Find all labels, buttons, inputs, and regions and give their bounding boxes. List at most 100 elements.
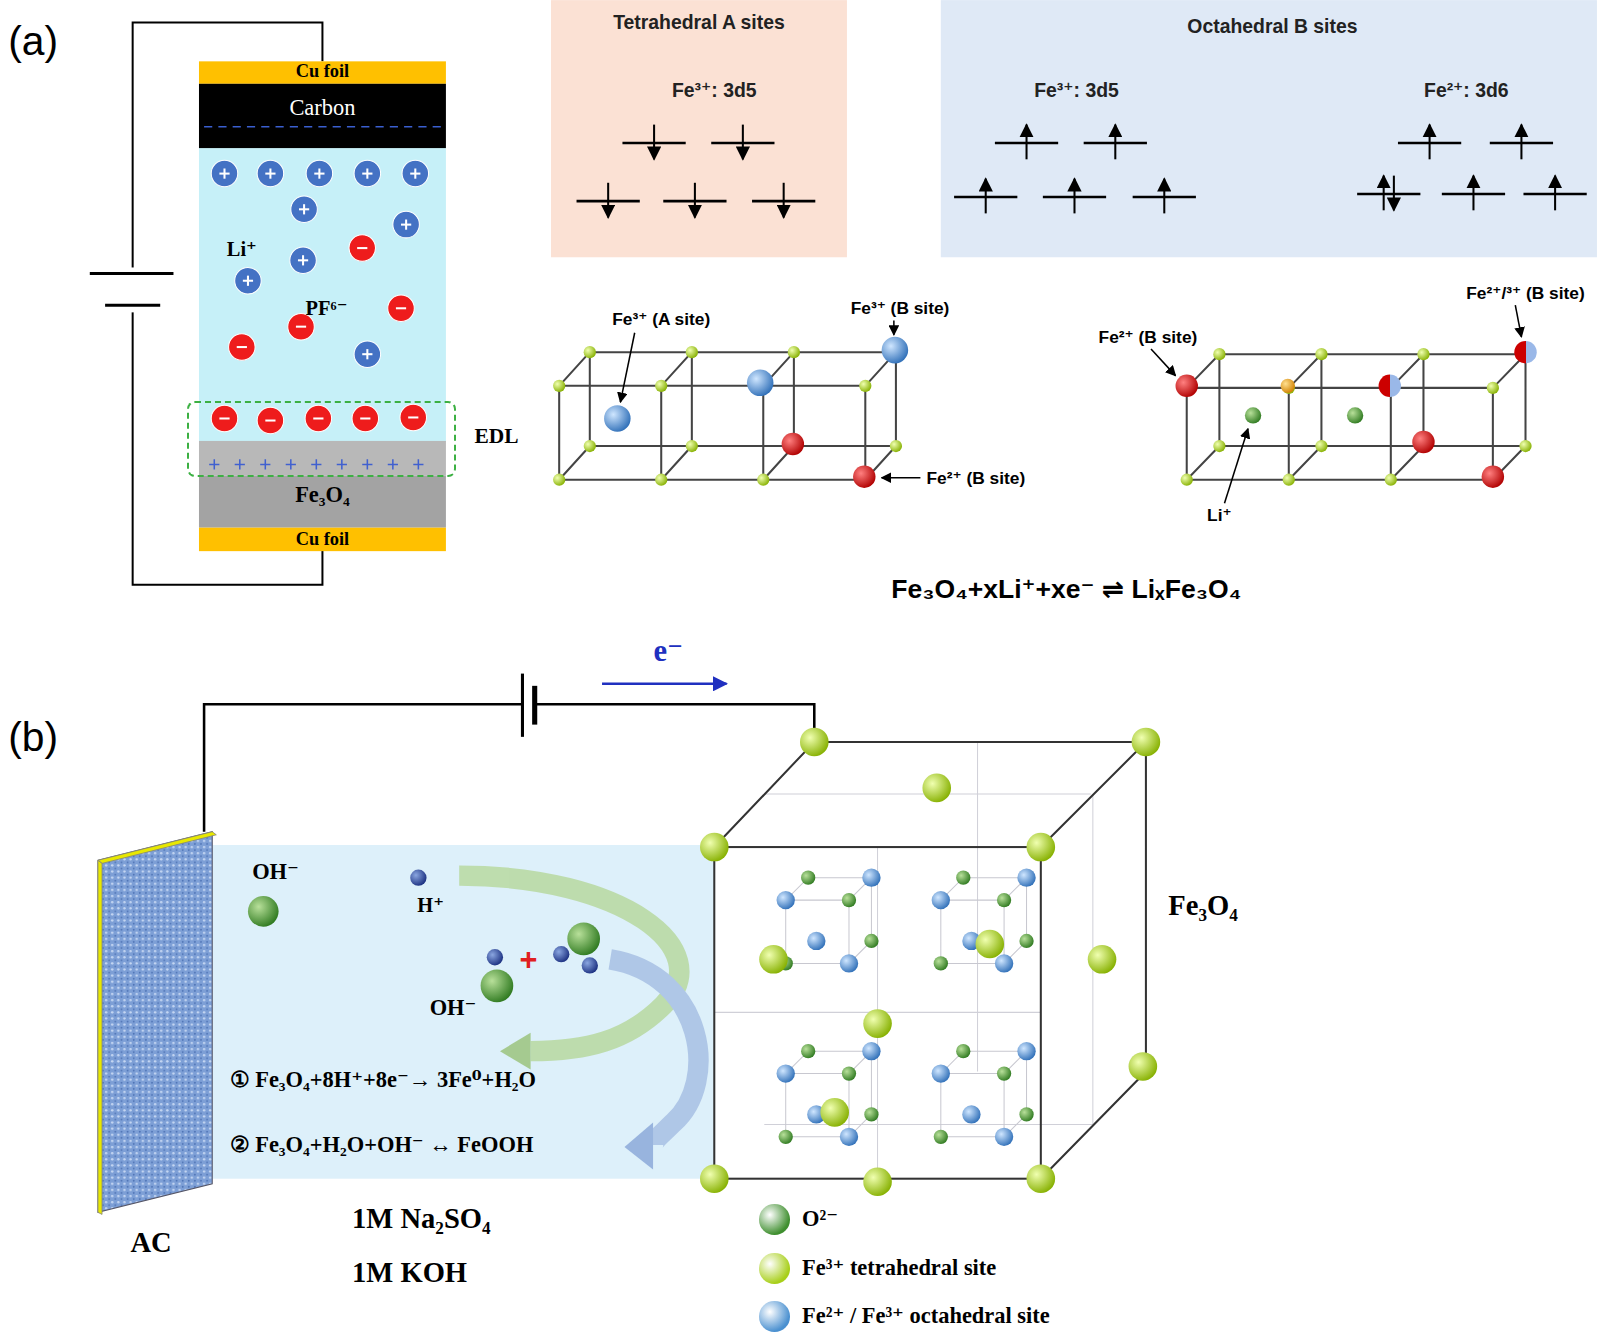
crystal-lattice-part xyxy=(584,346,596,358)
legend-entry: O²⁻ xyxy=(757,1202,1124,1237)
node-text: Fe³⁺: 3d5 xyxy=(1034,80,1119,100)
legend-swatch xyxy=(759,1253,790,1284)
label-text: H⁺ xyxy=(417,895,444,916)
cube-fe3o4-part xyxy=(863,1009,892,1038)
label-text: (b) xyxy=(8,715,58,758)
crystal-lattice-part xyxy=(1176,375,1198,397)
site-panel: Octahedral B sitesFe³⁺: 3d5Fe²⁺: 3d6 xyxy=(941,0,1597,257)
electrode-layer: Fe₃O₄ xyxy=(199,441,446,528)
ion-symbols-part xyxy=(290,247,317,274)
cube-fe3o4-part xyxy=(842,1066,856,1080)
cube-fe3o4-part xyxy=(759,945,788,974)
crystal-lattice-part xyxy=(686,346,698,358)
crystal-lattice-part xyxy=(1412,431,1434,453)
cube-fe3o4-part xyxy=(786,878,872,964)
label-text: Fe²⁺ (B site) xyxy=(927,468,1026,486)
edl-region: EDL xyxy=(187,401,456,477)
label-text: 1M KOH xyxy=(352,1258,467,1288)
cube-fe3o4-part xyxy=(1027,1164,1056,1193)
ion-symbols-part xyxy=(237,346,247,348)
crystal-lattice-part xyxy=(859,380,871,392)
spin-diagram xyxy=(577,125,1587,218)
cube-fe3o4-part xyxy=(941,878,1027,964)
label-text: Fe²⁺ (B site) xyxy=(1099,328,1198,346)
circuit-b-part xyxy=(204,704,814,832)
cube-fe3o4-part xyxy=(922,774,951,803)
circuit-b xyxy=(204,674,814,832)
crystal-lattice-part xyxy=(1347,407,1363,423)
battery-symbol-part xyxy=(90,272,174,275)
spin-diagram-part xyxy=(1163,179,1165,214)
ac-electrode xyxy=(98,832,216,1215)
cube-fe3o4-part xyxy=(807,932,825,950)
label-text: 1M Na₂SO₄ xyxy=(352,1204,491,1234)
ion-symbols-part xyxy=(337,459,347,469)
crystal-lattice-part xyxy=(757,474,769,486)
ion-symbols-part xyxy=(366,349,368,359)
ion-symbols-part xyxy=(357,247,367,249)
ion-symbols-part xyxy=(413,459,423,469)
cube-fe3o4-part xyxy=(862,868,880,886)
node-title: EDL xyxy=(474,424,518,446)
cube-fe3o4-part xyxy=(934,956,948,970)
ac-electrode-part xyxy=(98,832,216,864)
ion-symbols-part xyxy=(257,407,284,434)
ion-symbols-part xyxy=(223,168,225,178)
foil-layer: Cu foil xyxy=(199,528,446,551)
label-text: e⁻ xyxy=(653,635,683,667)
spin-diagram-part xyxy=(694,183,696,218)
cube-fe3o4-part xyxy=(864,934,878,948)
legend-swatch xyxy=(759,1301,790,1332)
cube-fe3o4-part xyxy=(786,1051,872,1137)
crystal-lattice-part xyxy=(788,346,800,358)
crystal-lattice-part xyxy=(1519,440,1531,452)
ion-spheres-b-part xyxy=(553,946,569,962)
cube-fe3o4-part xyxy=(995,954,1013,972)
leader-lines-part xyxy=(620,333,634,402)
ac-electrode-part xyxy=(98,832,212,1213)
ion-symbols-part xyxy=(211,160,238,187)
cube-fe3o4-part xyxy=(956,871,970,885)
ion-spheres-b-part xyxy=(481,970,514,1003)
foil-layer: Cu foil xyxy=(199,61,446,83)
legend-text: Fe²⁺ / Fe³⁺ octahedral site xyxy=(802,1305,1050,1329)
label-text: (a) xyxy=(8,19,58,62)
crystal-lattice-part xyxy=(553,380,565,392)
crystal-lattice-part xyxy=(655,474,667,486)
ion-symbols-part xyxy=(360,417,370,419)
ion-symbols-part xyxy=(362,459,372,469)
ion-symbols-part xyxy=(352,405,379,432)
circuit-b-part xyxy=(602,683,726,686)
spin-diagram-part xyxy=(1520,125,1522,160)
spin-diagram-part xyxy=(1114,125,1116,160)
process-arrows-part xyxy=(500,1033,531,1070)
legend-swatch xyxy=(759,1204,790,1235)
cube-fe3o4-part xyxy=(779,1130,793,1144)
cube-fe3o4-part xyxy=(1088,945,1117,974)
crystal-lattice-part xyxy=(1514,341,1536,363)
cube-fe3o4-part xyxy=(714,742,1146,1179)
cube-fe3o4-part xyxy=(932,1064,950,1082)
crystal-lattice-part xyxy=(853,465,875,487)
cube-fe3o4-part xyxy=(777,1064,795,1082)
spin-diagram-part xyxy=(653,125,655,160)
spin-diagram-part xyxy=(1357,193,1420,196)
ion-symbols-part xyxy=(303,204,305,214)
process-arrows-part xyxy=(624,1123,653,1170)
ion-symbols-part xyxy=(349,235,376,262)
crystal-lattice-part xyxy=(1487,382,1499,394)
label-text: Li⁺ xyxy=(227,239,257,260)
cell-layers-part xyxy=(199,84,446,148)
leader-lines-part xyxy=(882,477,921,479)
cube-fe3o4 xyxy=(700,728,1160,1196)
spin-diagram-part xyxy=(1026,125,1028,160)
cube-fe3o4-part xyxy=(863,1167,892,1196)
cube-fe3o4-part xyxy=(714,847,1041,1179)
ion-symbols-part xyxy=(306,160,333,187)
label-text: Fe₃O₄ xyxy=(1168,891,1237,921)
carbon-layer: Carbon xyxy=(199,84,446,148)
site-panels-part xyxy=(551,0,847,257)
process-arrows-part xyxy=(610,959,698,1145)
crystal-lattice-part xyxy=(1181,474,1193,486)
process-arrows xyxy=(459,876,698,1170)
